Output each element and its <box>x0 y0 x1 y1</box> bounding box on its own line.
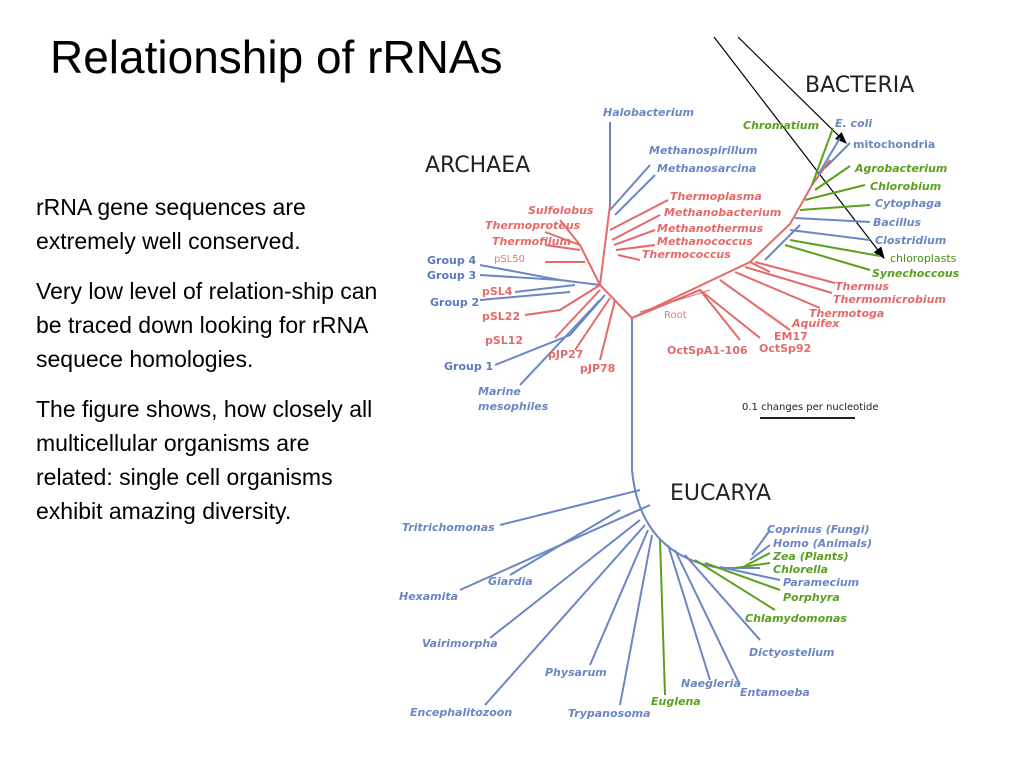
domain-archaea: ARCHAEA <box>425 153 530 178</box>
label-psl4: pSL4 <box>482 285 513 298</box>
label-clostridium: Clostridium <box>875 234 946 247</box>
label-chlorella: Chlorella <box>773 563 828 576</box>
label-hexamita: Hexamita <box>399 590 458 603</box>
domain-eucarya: EUCARYA <box>670 481 771 506</box>
bacteria-branches <box>631 127 881 341</box>
label-thermomicrobium: Thermomicrobium <box>833 293 946 306</box>
label-thermococcus: Thermococcus <box>642 248 731 261</box>
label-vairimorpha: Vairimorpha <box>422 637 498 650</box>
label-pjp27: pJP27 <box>548 348 583 361</box>
paragraph-homology: Very low level of relation-ship can be t… <box>36 278 378 372</box>
label-chromatium: Chromatium <box>743 119 819 132</box>
label-psl50: pSL50 <box>494 254 525 265</box>
root-label: Root <box>664 310 687 321</box>
label-methanospirillum: Methanospirillum <box>649 144 758 157</box>
label-marine: Marine <box>478 385 521 398</box>
label-psl22: pSL22 <box>482 310 520 323</box>
label-naegleria: Naegleria <box>681 677 741 690</box>
label-euglena: Euglena <box>651 695 701 708</box>
label-thermotoga: Thermotoga <box>809 307 884 320</box>
label-agrobacterium: Agrobacterium <box>854 162 947 175</box>
domain-bacteria: BACTERIA <box>805 73 914 98</box>
label-dictyostelium: Dictyostelium <box>749 646 835 659</box>
label-porphyra: Porphyra <box>783 591 840 604</box>
label-mitochondria: mitochondria <box>853 138 935 151</box>
label-methanobacterium: Methanobacterium <box>664 206 781 219</box>
body-text: rRNA gene sequences are extremely well c… <box>36 190 381 544</box>
tree-trunk <box>631 318 760 569</box>
label-methanosarcina: Methanosarcina <box>657 162 756 175</box>
label-octspa1: OctSpA1-106 <box>667 344 748 357</box>
label-halobacterium: Halobacterium <box>603 106 694 119</box>
paragraph-diversity: The figure shows, how closely all multic… <box>36 396 373 524</box>
label-thermus: Thermus <box>835 280 890 293</box>
label-mesophiles: mesophiles <box>478 400 549 413</box>
label-bacillus: Bacillus <box>873 216 921 229</box>
label-sulfolobus: Sulfolobus <box>528 204 594 217</box>
label-encephalitozoon: Encephalitozoon <box>410 706 512 719</box>
label-group1: Group 1 <box>444 360 493 373</box>
label-entamoeba: Entamoeba <box>740 686 810 699</box>
label-pjp78: pJP78 <box>580 362 615 375</box>
label-physarum: Physarum <box>545 666 607 679</box>
label-cytophaga: Cytophaga <box>875 197 941 210</box>
label-methanothermus: Methanothermus <box>657 222 764 235</box>
eucarya-branches <box>459 489 781 706</box>
paragraph-conserved: rRNA gene sequences are extremely well c… <box>36 194 306 254</box>
label-thermoproteus: Thermoproteus <box>485 219 581 232</box>
label-chlorobium: Chlorobium <box>870 180 941 193</box>
scale-label: 0.1 changes per nucleotide <box>742 402 878 413</box>
root-line <box>639 289 711 313</box>
label-synechococcus: Synechoccous <box>872 267 960 280</box>
label-group4: Group 4 <box>427 254 477 267</box>
label-homo: Homo (Animals) <box>773 537 872 550</box>
label-chlamydomonas: Chlamydomonas <box>745 612 847 625</box>
label-em17: EM17 <box>774 330 808 343</box>
archaea-labels: Halobacterium Methanospirillum Methanosa… <box>427 106 781 413</box>
label-aquifex: Aquifex <box>791 317 840 330</box>
label-coprinus: Coprinus (Fungi) <box>767 523 870 536</box>
label-group2: Group 2 <box>430 296 479 309</box>
label-trypanosoma: Trypanosoma <box>568 707 651 720</box>
label-zea: Zea (Plants) <box>772 550 849 563</box>
label-paramecium: Paramecium <box>783 576 859 589</box>
label-chloroplasts: chloroplasts <box>890 252 957 265</box>
label-psl12: pSL12 <box>485 334 523 347</box>
label-group3: Group 3 <box>427 269 476 282</box>
label-thermofilum: Thermofilum <box>492 235 571 248</box>
label-methanococcus: Methanococcus <box>657 235 753 248</box>
label-ecoli: E. coli <box>835 117 872 130</box>
label-octsp92: OctSp92 <box>759 342 811 355</box>
bacteria-labels: Chromatium E. coli mitochondria Agrobact… <box>667 117 960 357</box>
label-thermoplasma: Thermoplasma <box>670 190 762 203</box>
archaea-branches <box>479 122 669 386</box>
eucarya-labels: Tritrichomonas Hexamita Giardia Vairimor… <box>399 521 872 720</box>
slide-title: Relationship of rRNAs <box>50 31 503 83</box>
label-giardia: Giardia <box>488 575 533 588</box>
arrow-to-mitochondria <box>737 36 847 144</box>
label-tritrichomonas: Tritrichomonas <box>402 521 495 534</box>
